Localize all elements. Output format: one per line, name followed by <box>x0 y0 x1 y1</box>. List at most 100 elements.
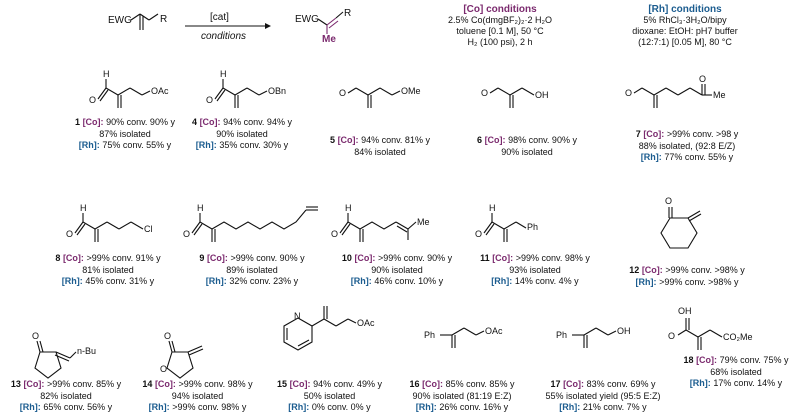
arrow-head <box>265 23 271 29</box>
compound-14-caption: 14 [Co]: >99% conv. 98% y 94% isolated [… <box>130 379 265 414</box>
co-result: 94% conv. 81% y <box>361 135 430 145</box>
compound-13-caption: 13 [Co]: >99% conv. 85% y 82% isolated [… <box>0 379 132 414</box>
compound-number: 15 <box>277 379 288 389</box>
structure-11 <box>483 213 527 242</box>
compound-number: 11 <box>480 253 490 263</box>
isolated-yield: 55% isolated yield (95:5 E:Z) <box>545 390 661 401</box>
atom-h: H <box>80 203 87 213</box>
compound-number: 13 <box>10 379 21 389</box>
co-tag: [Co]: <box>696 355 718 365</box>
isolated-yield: 89% isolated <box>226 264 278 275</box>
rh-result: 14% conv. 4% y <box>514 276 579 286</box>
isolated-yield: 93% isolated <box>509 264 561 275</box>
atom-ph: Ph <box>424 330 436 340</box>
compound-6-caption: 6 [Co]: 98% conv. 90% y 90% isolated <box>462 135 592 158</box>
co-tag: [Co]: <box>643 129 665 139</box>
atom-o: O <box>331 229 339 239</box>
structure-18 <box>677 318 723 350</box>
co-result: >99% conv. 90% y <box>377 253 453 263</box>
rh-result: 32% conv. 23% y <box>229 276 299 286</box>
atom-ome: OMe <box>401 86 421 96</box>
atom-nbu: n-Bu <box>77 346 97 356</box>
co-conditions-line: 2.5% Co(dmgBF₂)₂·2 H₂O <box>447 15 552 25</box>
isolated-yield: 90% isolated <box>216 128 268 139</box>
structure-4 <box>214 79 268 108</box>
rh-tag: [Rh]: <box>148 402 170 412</box>
rh-result: 75% conv. 55% y <box>102 140 172 150</box>
co-result: 94% conv. 94% y <box>223 117 292 127</box>
structure-5 <box>347 87 401 108</box>
atom-oh: OH <box>617 326 631 336</box>
atom-ph: Ph <box>556 330 568 340</box>
atom-h: H <box>345 203 352 213</box>
rh-conditions-block: [Rh] conditions 5% RhCl₃·3H₂O/bipy dioxa… <box>590 4 780 48</box>
isolated-yield: 90% isolated <box>371 264 423 275</box>
co-result: >99% conv. 91% y <box>86 253 161 263</box>
co-tag: [Co]: <box>82 117 104 127</box>
rh-tag: [Rh]: <box>19 402 41 412</box>
atom-obn: OBn <box>268 86 287 96</box>
compound-9-caption: 9 [Co]: >99% conv. 90% y 89% isolated [R… <box>182 253 322 288</box>
compound-15-caption: 15 [Co]: 94% conv. 49% y 50% isolated [R… <box>262 379 397 414</box>
starting-material-structure <box>130 13 159 30</box>
atom-h: H <box>220 69 227 79</box>
co-conditions-line: toluene [0.1 M], 50 °C <box>456 26 544 36</box>
product-me-label: Me <box>322 34 336 45</box>
rh-tag: [Rh]: <box>635 276 657 287</box>
structure-12 <box>660 207 702 249</box>
rh-result: 35% conv. 30% y <box>219 140 289 150</box>
structure-17 <box>572 327 617 348</box>
start-r-label: R <box>160 14 168 25</box>
atom-o: O <box>164 331 172 341</box>
compound-11-caption: 11 [Co]: >99% conv. 98% y 93% isolated [… <box>465 253 605 288</box>
isolated-yield: 90% isolated (81:19 E:Z) <box>412 390 512 401</box>
rh-conditions-line: dioxane: EtOH: pH7 buffer <box>632 26 738 36</box>
co-tag: [Co]: <box>492 253 514 263</box>
co-tag: [Co]: <box>641 265 663 275</box>
atom-o: O <box>160 364 168 374</box>
atom-o: O <box>32 331 40 341</box>
compound-1-caption: 1 [Co]: 90% conv. 90% y 87% isolated [Rh… <box>60 117 190 152</box>
compound-number: 14 <box>142 379 153 389</box>
compound-17-caption: 17 [Co]: 83% conv. 69% y 55% isolated yi… <box>528 379 678 414</box>
structure-10 <box>339 213 417 242</box>
atom-h: H <box>197 203 204 213</box>
rh-tag: [Rh]: <box>559 402 581 412</box>
compound-number: 18 <box>683 355 694 365</box>
compound-number: 5 <box>330 135 336 145</box>
atom-me: Me <box>417 217 430 227</box>
compound-number: 10 <box>341 253 352 263</box>
rh-tag: [Rh]: <box>195 140 217 150</box>
isolated-yield: 94% isolated <box>171 390 224 401</box>
co-result: 79% conv. 75% y <box>719 355 789 365</box>
atom-o: O <box>206 95 214 105</box>
rh-result: 46% conv. 10% y <box>374 276 444 286</box>
compound-10-caption: 10 [Co]: >99% conv. 90% y 90% isolated [… <box>327 253 467 288</box>
rh-result: >99% conv. 98% y <box>172 402 247 412</box>
structure-6 <box>489 87 535 108</box>
isolated-yield: 87% isolated <box>99 128 151 139</box>
compound-number: 1 <box>75 117 81 127</box>
start-ewg-label: EWG <box>108 15 132 26</box>
compound-12-caption: 12 [Co]: >99% conv. >98% y [Rh]: >99% co… <box>612 265 762 288</box>
atom-h: H <box>489 203 496 213</box>
co-tag: [Co]: <box>206 253 228 263</box>
compound-7-caption: 7 [Co]: >99% conv. >98 y 88% isolated, (… <box>612 129 762 164</box>
compound-number: 8 <box>55 253 61 263</box>
isolated-yield: 84% isolated <box>354 146 406 157</box>
compound-number: 7 <box>635 129 641 139</box>
atom-o: O <box>481 88 489 98</box>
rh-tag: [Rh]: <box>78 140 100 150</box>
rh-tag: [Rh]: <box>205 276 227 286</box>
atom-o: O <box>625 88 633 98</box>
structure-9 <box>191 206 318 242</box>
arrow-top-label: [cat] <box>210 12 229 23</box>
atom-o: O <box>699 74 707 84</box>
rh-tag: [Rh]: <box>640 152 662 162</box>
co-tag: [Co]: <box>484 135 506 145</box>
compound-8-caption: 8 [Co]: >99% conv. 91% y 81% isolated [R… <box>38 253 178 288</box>
atom-o: O <box>665 196 673 206</box>
rh-tag: [Rh]: <box>491 276 513 286</box>
rh-conditions-line: 5% RhCl₃·3H₂O/bipy <box>643 15 727 25</box>
rh-tag: [Rh]: <box>350 276 372 286</box>
